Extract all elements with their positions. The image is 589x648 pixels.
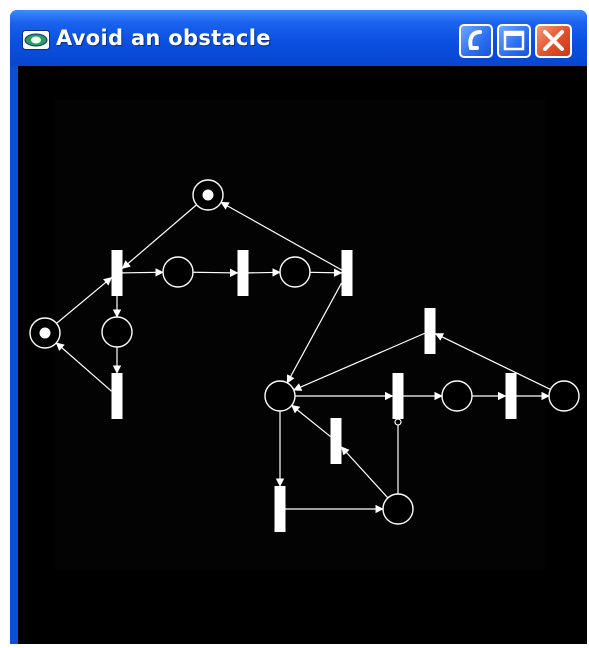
maximize-icon bbox=[503, 30, 525, 51]
token bbox=[202, 189, 214, 201]
place-b[interactable] bbox=[279, 256, 311, 288]
arc bbox=[122, 268, 164, 277]
place-f[interactable] bbox=[548, 380, 580, 412]
arc bbox=[291, 404, 331, 438]
maximize-button[interactable] bbox=[497, 24, 531, 58]
arc bbox=[309, 268, 343, 277]
arc bbox=[248, 268, 281, 277]
arc bbox=[121, 204, 198, 269]
petri-net-diagram bbox=[18, 66, 587, 644]
transition-t6[interactable] bbox=[392, 373, 404, 419]
arc bbox=[220, 201, 342, 271]
place-a[interactable] bbox=[162, 256, 194, 288]
place-c[interactable] bbox=[101, 316, 133, 348]
transition-t1[interactable] bbox=[111, 250, 123, 296]
transition-t4[interactable] bbox=[111, 373, 123, 419]
arc bbox=[192, 268, 239, 277]
petri-net-canvas-area bbox=[18, 66, 587, 644]
arc bbox=[340, 446, 389, 499]
transition-t3[interactable] bbox=[341, 250, 353, 296]
transition-t8[interactable] bbox=[274, 486, 286, 532]
eye-icon[interactable] bbox=[22, 30, 50, 50]
close-icon bbox=[543, 30, 564, 51]
window-title: Avoid an obstacle bbox=[56, 26, 271, 50]
place-d[interactable] bbox=[382, 493, 414, 525]
token bbox=[39, 327, 51, 339]
transition-t9[interactable] bbox=[330, 418, 342, 464]
place-hub[interactable] bbox=[264, 380, 296, 412]
minimize-icon bbox=[468, 30, 482, 50]
arc bbox=[286, 282, 343, 384]
title-bar[interactable]: Avoid an obstacle bbox=[10, 10, 587, 66]
transition-t5[interactable] bbox=[424, 308, 436, 354]
arc bbox=[55, 342, 112, 392]
arc bbox=[434, 333, 551, 390]
close-button[interactable] bbox=[535, 24, 572, 58]
arc bbox=[56, 277, 113, 324]
nodes-layer bbox=[29, 179, 580, 532]
minimize-button[interactable] bbox=[459, 24, 493, 58]
place-e[interactable] bbox=[441, 380, 473, 412]
application-window: Avoid an obstacle bbox=[10, 10, 587, 644]
inhibitor-arc-end bbox=[394, 418, 402, 426]
transition-t7[interactable] bbox=[505, 373, 517, 419]
transition-t2[interactable] bbox=[237, 250, 249, 296]
arc bbox=[292, 332, 425, 391]
